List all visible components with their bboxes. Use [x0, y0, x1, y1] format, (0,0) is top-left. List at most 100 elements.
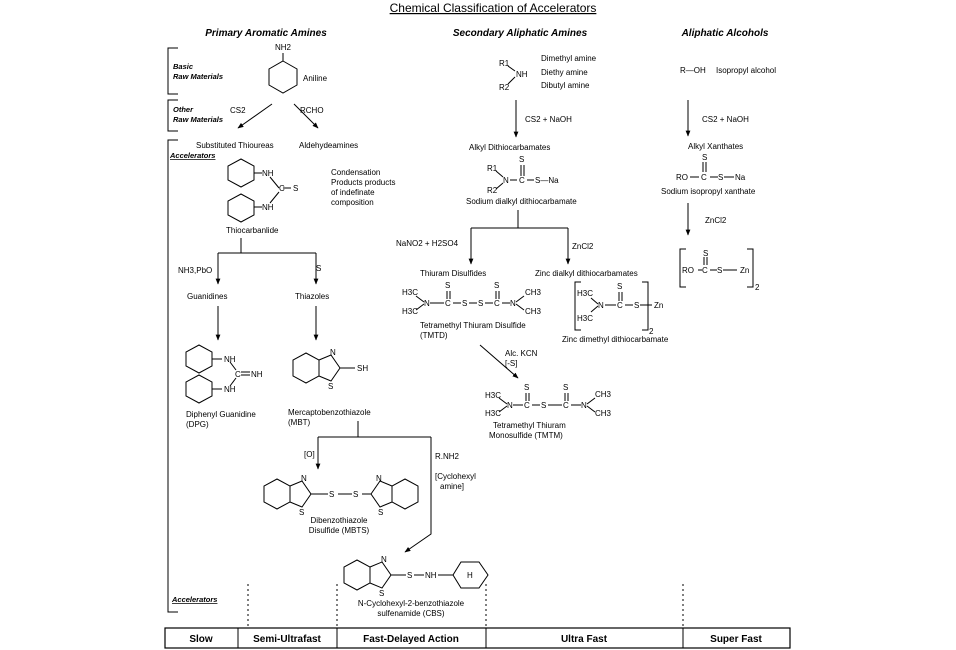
header-aromatic-amines: Primary Aromatic Amines — [205, 28, 327, 39]
header-aliphatic-alcohols: Aliphatic Alcohols — [681, 28, 769, 39]
tmtm-ch3-top: CH3 — [595, 390, 612, 399]
zdmc-label: Zinc dimethyl dithiocarbamate — [562, 335, 669, 344]
mbts-label: Dibenzothiazole — [311, 516, 368, 525]
zdmc-c: C — [617, 301, 623, 310]
xanthate-s: S — [718, 173, 723, 182]
mbts-s-left: S — [299, 508, 304, 517]
tmtd-s4: S — [494, 281, 499, 290]
tmtd-abbrev: (TMTD) — [420, 331, 448, 340]
tmtd-h3c-bottom: H3C — [402, 307, 418, 316]
zinc-xanthate-ro: RO — [682, 266, 694, 275]
mbts-s1: S — [329, 490, 334, 499]
speed-fast-delayed-action: Fast-Delayed Action — [363, 634, 459, 645]
mbt-s: S — [328, 382, 333, 391]
label-accelerators-bottom: Accelerators — [171, 595, 217, 604]
zinc-xanthate-structure — [679, 248, 754, 288]
amine-dibutyl: Dibutyl amine — [541, 81, 590, 90]
speed-bar — [164, 627, 791, 649]
tmtm-n-left: N — [507, 401, 513, 410]
amine-r2: R2 — [499, 83, 510, 92]
reagent-cyclohexyl: [Cyclohexyl — [435, 472, 476, 481]
thiuram-disulfides-label: Thiuram Disulfides — [420, 269, 486, 278]
alcohol-roh: R—OH — [680, 66, 706, 75]
tmtd-label: Tetramethyl Thiuram Disulfide — [420, 321, 526, 330]
tmtd-ch3-top: CH3 — [525, 288, 542, 297]
reagent-xanthate-zncl2: ZnCl2 — [705, 216, 727, 225]
label-basic: Basic — [173, 62, 194, 71]
dpg-label: Diphenyl Guanidine — [186, 410, 256, 419]
reagent-alc-kcn: Alc. KCN — [505, 349, 538, 358]
tmtd-s2: S — [462, 299, 467, 308]
cbs-label: N-Cyclohexyl-2-benzothiazole — [358, 599, 465, 608]
cbs-h: H — [467, 571, 473, 580]
arrow-cs2 — [237, 103, 273, 129]
speed-super-fast: Super Fast — [710, 634, 762, 645]
aniline-nh2: NH2 — [275, 43, 292, 52]
sodium-s-top: S — [519, 155, 524, 164]
thiocarbanlide-label: Thiocarbanlide — [226, 226, 279, 235]
arrow-to-cbs — [404, 437, 432, 553]
tmtm-h3c-bottom: H3C — [485, 409, 501, 418]
label-accelerators-top: Accelerators — [169, 151, 215, 160]
reagent-cs2-naoh: CS2 + NaOH — [525, 115, 572, 124]
amine-nh: NH — [516, 70, 528, 79]
tmtm-c2: C — [563, 401, 569, 410]
aniline-structure — [268, 53, 298, 94]
mbt-abbrev: (MBT) — [288, 418, 311, 427]
thiocarbanlide-nh-bottom: NH — [262, 203, 274, 212]
reagent-nh3pbo: NH3,PbO — [178, 266, 212, 275]
cbs-abbrev: sulfenamide (CBS) — [377, 609, 444, 618]
tmtm-abbrev: Monosulfide (TMTM) — [489, 431, 563, 440]
sodium-s-na: S—Na — [535, 176, 559, 185]
reagent-nano2: NaNO2 + H2SO4 — [396, 239, 459, 248]
mbt-label: Mercaptobenzothiazole — [288, 408, 371, 417]
sodium-n: N — [503, 176, 509, 185]
tmtm-ch3-bottom: CH3 — [595, 409, 612, 418]
xanthate-s-top: S — [702, 153, 707, 162]
mbts-s2: S — [353, 490, 358, 499]
aniline-label: Aniline — [303, 74, 328, 83]
zdmc-s: S — [634, 301, 639, 310]
tmtm-structure — [498, 393, 596, 413]
sodium-c: C — [519, 176, 525, 185]
dpg-abbrev: (DPG) — [186, 420, 209, 429]
condensation-line2: Products products — [331, 178, 395, 187]
cbs-s-ring: S — [379, 589, 384, 598]
thiocarbanlide-c: C — [279, 184, 285, 193]
cbs-s: S — [407, 571, 412, 580]
tmtd-s3: S — [478, 299, 483, 308]
header-aliphatic-amines: Secondary Aliphatic Amines — [453, 28, 588, 39]
xanthate-na: Na — [735, 173, 746, 182]
speed-semi-ultrafast: Semi-Ultrafast — [253, 634, 321, 645]
sodium-dithiocarbamate-structure — [495, 165, 534, 190]
amine-diethy: Diethy amine — [541, 68, 588, 77]
mbts-s-right: S — [378, 508, 383, 517]
zdmc-h3c-bottom: H3C — [577, 314, 593, 323]
tmtm-h3c-top: H3C — [485, 391, 501, 400]
tmtm-n-right: N — [581, 401, 587, 410]
label-basic-raw-materials: Raw Materials — [173, 72, 223, 81]
reagent-o: [O] — [304, 450, 315, 459]
thiazoles-label: Thiazoles — [295, 292, 329, 301]
xanthate-c: C — [701, 173, 707, 182]
reagent-rcho: RCHO — [300, 106, 324, 115]
zdmc-zn: Zn — [654, 301, 663, 310]
reagent-xanthate-cs2: CS2 + NaOH — [702, 115, 749, 124]
mbts-n-right: N — [376, 474, 382, 483]
sodium-r2: R2 — [487, 186, 498, 195]
cbs-nh: NH — [425, 571, 437, 580]
sodium-xanthate-structure — [690, 162, 734, 178]
mbts-abbrev: Disulfide (MBTS) — [309, 526, 370, 535]
tmtm-s1: S — [524, 383, 529, 392]
mbt-n: N — [330, 348, 336, 357]
mbt-sh: SH — [357, 364, 368, 373]
tmtm-s2: S — [541, 401, 546, 410]
alkyl-dithiocarbamates-label: Alkyl Dithiocarbamates — [469, 143, 550, 152]
dpg-nh-double: NH — [251, 370, 263, 379]
zdmc-structure — [574, 281, 652, 331]
aldehydeamines-label: Aldehydeamines — [299, 141, 358, 150]
zinc-dialkyl-label: Zinc dialkyl dithiocarbamates — [535, 269, 638, 278]
xanthate-ro: RO — [676, 173, 688, 182]
tmtd-s1: S — [445, 281, 450, 290]
